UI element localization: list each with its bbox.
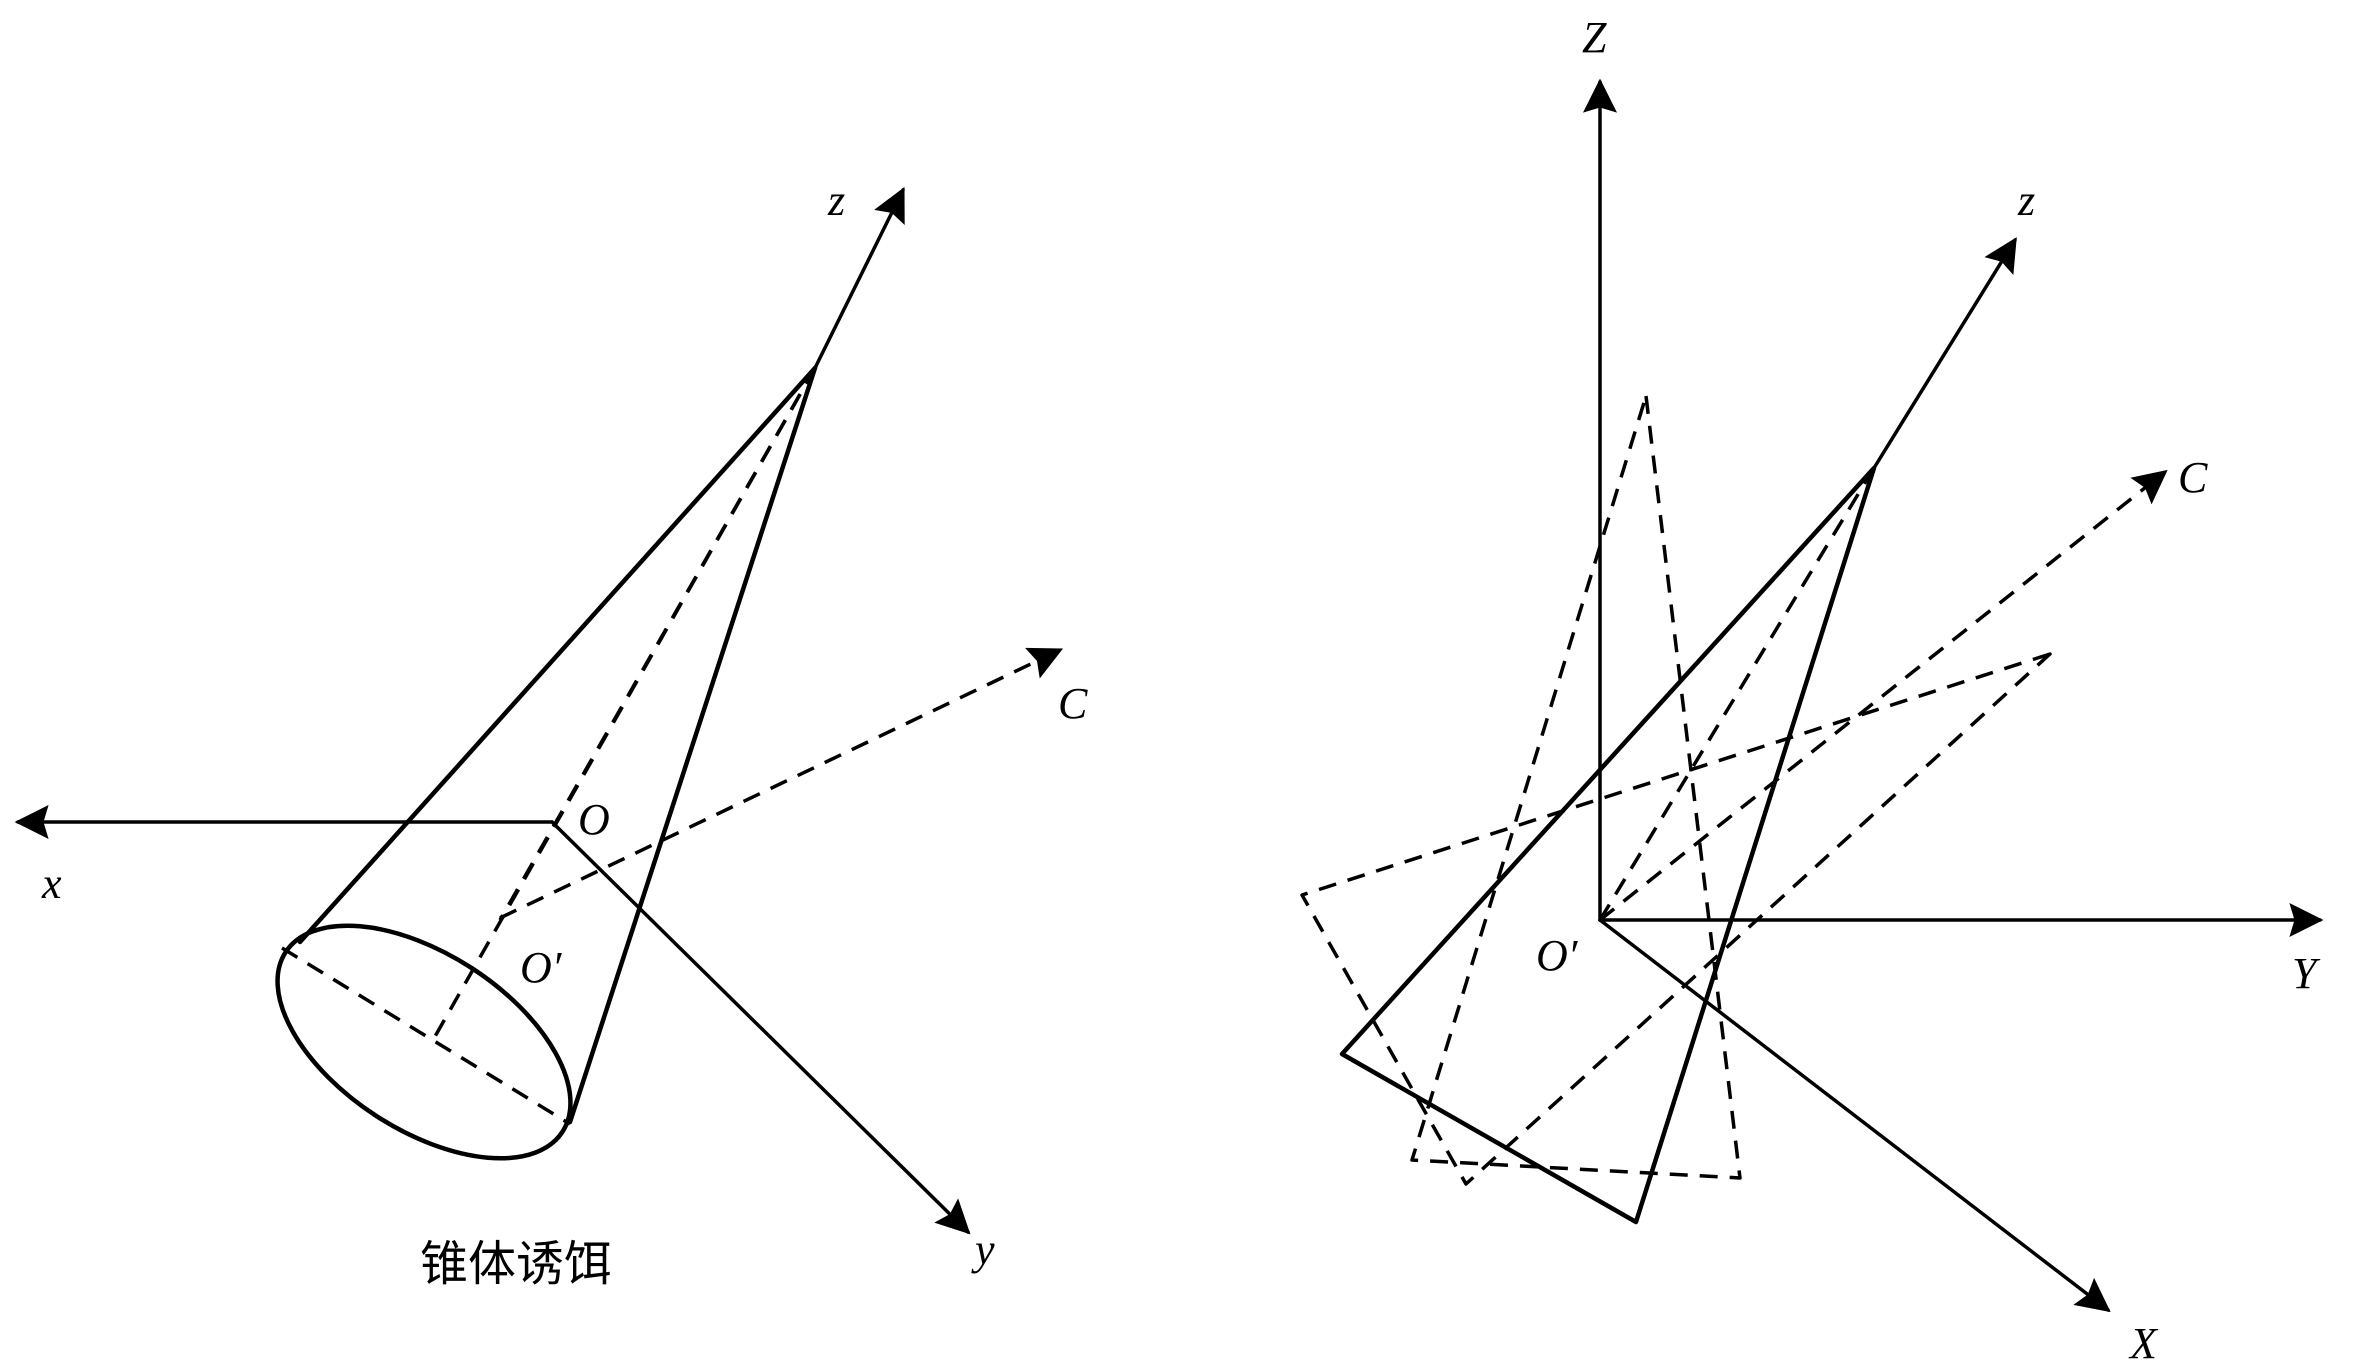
left-label-z: z [827,176,845,225]
left-caption: 锥体诱饵 [420,1236,612,1292]
left-label-x: x [41,859,62,908]
right-label-Y: Y [2292,949,2321,998]
left-cone-base-diameter [281,946,571,1126]
right-projection-triangle-2 [1300,652,2052,1186]
right-label-z: z [2017,176,2035,225]
right-figure: Z z C Y X O′ [1300,13,2324,1364]
left-label-o-prime: O′ [520,943,563,992]
left-cone-axis-hidden [431,367,817,1041]
left-label-y: y [971,1225,995,1274]
right-cone-triangle [1339,465,1877,1225]
left-y-axis [550,820,971,1235]
left-cone-edge-1 [297,365,818,945]
left-cone-base [275,923,573,1161]
left-c-vector [499,647,1064,920]
right-c-vector [1598,469,2168,922]
right-cone-axis-hidden [1598,467,1876,921]
left-cone-hidden-edge [498,367,817,921]
left-z-axis [813,186,905,370]
left-cone-edge-2 [567,365,818,1125]
left-figure: z C O O′ x y 锥体诱饵 [14,176,1088,1292]
right-label-X: X [2128,1319,2159,1364]
right-X-axis [1598,918,2111,1313]
left-label-c: C [1058,679,1088,728]
right-projection-triangle-1 [1410,394,1742,1180]
right-label-c: C [2178,453,2208,502]
left-label-o: O [578,795,610,844]
right-label-o-prime: O′ [1536,931,1579,980]
right-label-Z: Z [1582,13,1607,62]
right-z-axis [1872,237,2017,470]
